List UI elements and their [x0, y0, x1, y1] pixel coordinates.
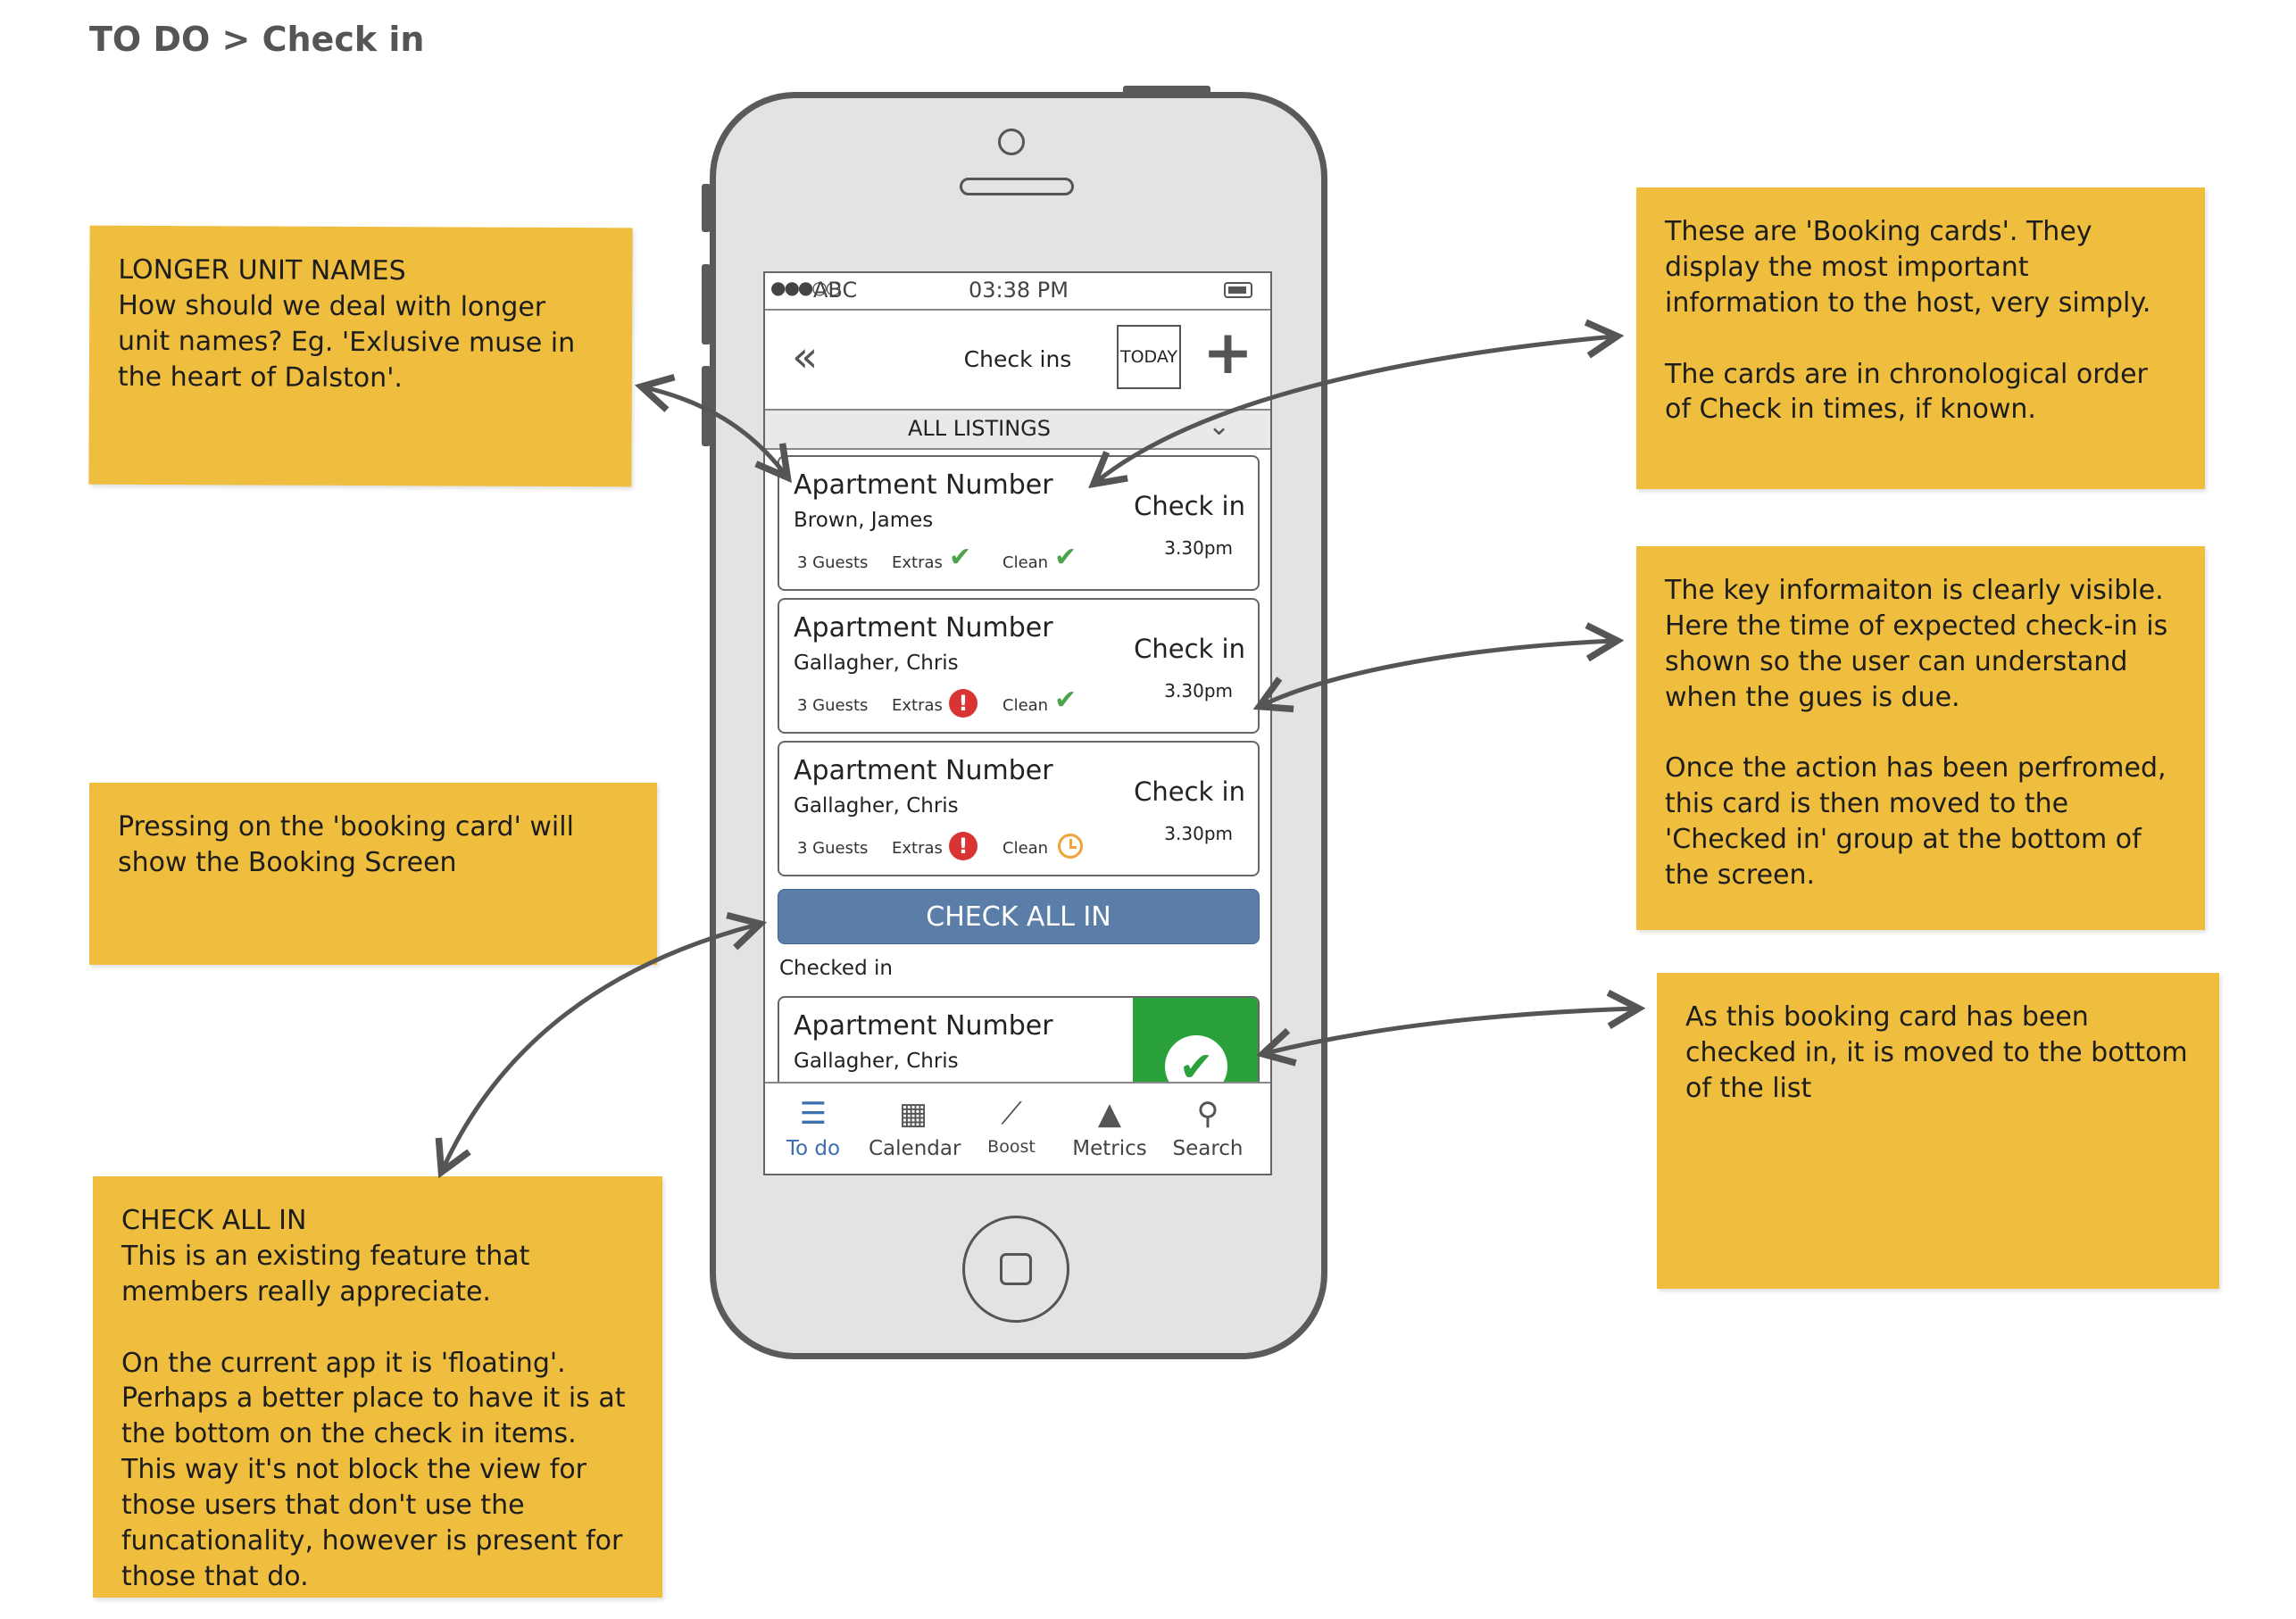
- home-button-icon: [1000, 1253, 1032, 1285]
- booking-card[interactable]: Apartment Number 1· Gallagher, Chris 3 G…: [778, 741, 1260, 876]
- phone-home-button[interactable]: [962, 1216, 1069, 1323]
- arrow-longer-unit-names: [645, 387, 786, 475]
- clean-ok-icon: ✔: [1054, 685, 1077, 716]
- nav-title: Check ins: [963, 346, 1072, 372]
- tab-metrics[interactable]: ▲ Metrics: [1065, 1096, 1154, 1160]
- search-icon: ⚲: [1196, 1096, 1219, 1132]
- page-title: TO DO > Check in: [89, 20, 425, 59]
- clean-pending-clock-icon: [1058, 834, 1083, 859]
- card-clean-label: Clean: [1002, 839, 1049, 858]
- checked-in-badge: ✔: [1133, 998, 1258, 1083]
- area-chart-icon: ▲: [1097, 1096, 1122, 1132]
- card-guest-name: Brown, James: [794, 509, 934, 532]
- card-checkin-time: 3.30pm: [1164, 823, 1233, 844]
- card-clean-label: Clean: [1002, 553, 1049, 572]
- card-guest-count: 3 Guests: [797, 553, 869, 572]
- signal-icon: ●●●○○: [770, 277, 841, 298]
- tab-bar: ☰ To do ▦ Calendar ⟋ Boost ▲ Metrics ⚲ S…: [765, 1082, 1270, 1174]
- arrow-check-all-in: [443, 925, 757, 1169]
- tab-search[interactable]: ⚲ Search: [1163, 1096, 1252, 1160]
- tab-label: Calendar: [869, 1137, 961, 1160]
- listings-filter-label: ALL LISTINGS: [908, 416, 1051, 441]
- carrier-label: ABC: [813, 278, 858, 303]
- phone-speaker: [960, 178, 1074, 195]
- list-icon: ☰: [799, 1096, 828, 1132]
- extras-ok-icon: ✔: [949, 542, 972, 573]
- card-checkin-time: 3.30pm: [1164, 680, 1233, 702]
- back-icon[interactable]: «: [792, 332, 819, 382]
- note-check-all-in: CHECK ALL IN This is an existing feature…: [93, 1176, 662, 1598]
- card-guest-name: Gallagher, Chris: [794, 1050, 959, 1073]
- card-action: Check in: [1134, 491, 1245, 521]
- card-extras-label: Extras: [892, 553, 943, 572]
- clean-ok-icon: ✔: [1054, 542, 1077, 573]
- card-title: Apartment Number 1·: [794, 755, 1061, 786]
- card-guest-count: 3 Guests: [797, 696, 869, 715]
- extras-alert-icon: !: [949, 689, 977, 718]
- checked-in-section-label: Checked in: [779, 957, 893, 980]
- tab-label: To do: [786, 1137, 841, 1160]
- note-checked-in-moved: As this booking card has been checked in…: [1657, 973, 2219, 1289]
- phone-volume-up: [702, 264, 711, 345]
- phone-camera: [998, 129, 1025, 155]
- tab-label: Metrics: [1072, 1137, 1147, 1160]
- status-time: 03:38 PM: [969, 278, 1069, 303]
- tab-calendar[interactable]: ▦ Calendar: [869, 1096, 961, 1160]
- calendar-icon: ▦: [898, 1096, 928, 1132]
- note-booking-cards: These are 'Booking cards'. They display …: [1636, 187, 2205, 489]
- card-action: Check in: [1134, 634, 1245, 664]
- card-guest-name: Gallagher, Chris: [794, 794, 959, 818]
- trend-chart-icon: ⟋: [1001, 1096, 1022, 1132]
- note-key-information: The key informaiton is clearly visible. …: [1636, 546, 2205, 930]
- card-extras-label: Extras: [892, 839, 943, 858]
- card-title: Apartment Number 14: [794, 612, 1061, 643]
- card-action: Check in: [1134, 776, 1245, 807]
- tab-label: Boost: [987, 1137, 1036, 1157]
- card-extras-label: Extras: [892, 696, 943, 715]
- card-guest-count: 3 Guests: [797, 839, 869, 858]
- phone-power-button: [1123, 86, 1210, 95]
- card-guest-name: Gallagher, Chris: [794, 652, 959, 675]
- tab-to-do[interactable]: ☰ To do: [769, 1096, 858, 1160]
- phone-mute-switch: [702, 184, 711, 232]
- card-title: Apartment Number 1·: [794, 1010, 1061, 1042]
- card-title: Apartment Number 5: [794, 469, 1061, 501]
- booking-card[interactable]: Apartment Number 14 Gallagher, Chris 3 G…: [778, 598, 1260, 734]
- arrow-booking-cards: [1096, 336, 1614, 482]
- check-circle-icon: ✔: [1165, 1035, 1227, 1083]
- arrow-checked-in-moved: [1266, 1009, 1635, 1053]
- card-clean-label: Clean: [1002, 696, 1049, 715]
- card-checkin-time: 3.30pm: [1164, 537, 1233, 559]
- tab-label: Search: [1172, 1137, 1244, 1160]
- arrow-key-information: [1262, 641, 1614, 705]
- status-bar: ●●●○○ ABC 03:38 PM: [765, 273, 1270, 311]
- tab-boost[interactable]: ⟋ Boost: [967, 1096, 1056, 1157]
- battery-icon: [1224, 282, 1252, 298]
- extras-alert-icon: !: [949, 832, 977, 860]
- check-all-in-button[interactable]: CHECK ALL IN: [778, 889, 1260, 944]
